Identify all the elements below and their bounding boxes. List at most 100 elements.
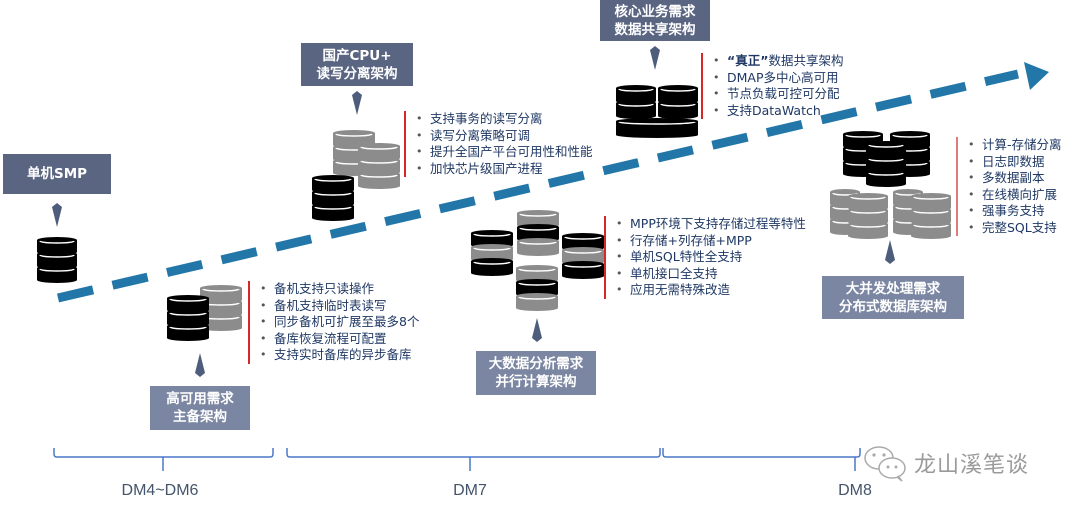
database-disk-rim [519, 241, 557, 245]
feature-item: 单机接口全支持 [616, 266, 806, 283]
stage-title-line: 数据共享架构 [614, 21, 696, 38]
pointer-icon-ha [195, 353, 205, 377]
database-icon-rw-read [358, 143, 400, 189]
version-label-dm4-dm6: DM4~DM6 [121, 482, 199, 499]
database-disk [358, 171, 400, 189]
database-disk-rim [564, 250, 602, 254]
database-disk [616, 118, 698, 138]
stage-label-mpp: 大数据分析需求 并行计算架构 [476, 351, 596, 395]
database-disk [848, 193, 888, 211]
database-icon-smp [37, 237, 77, 283]
stage-title-line: 高可用需求 [166, 391, 234, 407]
feature-item: 读写分离策略可调 [416, 128, 593, 145]
database-icon-dist-compute [866, 141, 906, 187]
database-disk [167, 323, 209, 341]
feature-list-dsc: “真正”数据共享架构 DMAP多中心高可用 节点负载可控可分配 支持DataWa… [701, 53, 843, 119]
feature-item: 备机支持只读操作 [260, 281, 419, 298]
pointer-icon-dsc [650, 46, 660, 70]
database-disk-rim [473, 261, 511, 265]
pointer-icon-smp [52, 203, 62, 227]
stage-label-dsc: 核心业务需求 数据共享架构 [600, 0, 710, 41]
database-disk-rim [850, 224, 886, 228]
database-disk [37, 265, 77, 283]
database-disk [167, 295, 209, 313]
database-disk-rim [660, 88, 696, 92]
database-icon-mpp-node [562, 233, 604, 279]
feature-item: DMAP多中心高可用 [713, 70, 843, 87]
version-label-dm8: DM8 [838, 482, 872, 499]
pointer-icon-dist [885, 240, 895, 264]
database-disk [517, 238, 559, 256]
database-disk [312, 203, 354, 221]
pointer-icon-rw [352, 91, 362, 115]
database-icon-dsc-storage [616, 118, 698, 138]
feature-item: 多数据副本 [968, 170, 1062, 187]
version-label-dm7: DM7 [453, 482, 487, 499]
stage-title-line: 单机SMP [26, 166, 88, 182]
database-disk-rim [564, 236, 602, 240]
stage-label-smp: 单机SMP [3, 154, 111, 194]
database-icon-dist-storage [911, 193, 951, 239]
database-icon-rw-write [312, 175, 354, 221]
stage-title-line: 分布式数据库架构 [839, 298, 947, 315]
database-disk-rim [39, 254, 75, 258]
database-disk-rim [913, 210, 949, 214]
feature-item: 应用无需特殊改造 [616, 282, 806, 299]
database-disk [658, 85, 698, 104]
database-icon-dsc-node [658, 85, 698, 119]
feature-list-ha: 备机支持只读操作 备机支持临时表读写 同步备机可扩展至最多8个 备库恢复流程可配… [248, 281, 419, 364]
database-disk [911, 221, 951, 239]
database-disk-rim [660, 103, 696, 107]
database-disk-rim [360, 160, 398, 164]
feature-list-rw: 支持事务的读写分离 读写分离策略可调 提升全国产平台可用性和性能 加快芯片级国产… [404, 111, 593, 177]
database-disk-rim [518, 296, 556, 300]
database-disk [200, 299, 242, 317]
database-disk [516, 293, 558, 311]
database-disk [562, 247, 604, 265]
database-disk-rim [868, 172, 904, 176]
database-disk-rim [314, 206, 352, 210]
database-disk [516, 265, 558, 283]
database-disk-rim [913, 224, 949, 228]
database-disk [616, 100, 656, 119]
database-disk-rim [314, 178, 352, 182]
database-disk [333, 130, 375, 148]
database-disk-rim [850, 210, 886, 214]
feature-item: 计算-存储分离 [968, 137, 1062, 154]
feature-item: “真正”数据共享架构 [713, 53, 843, 70]
database-disk [471, 230, 513, 248]
database-disk-rim [335, 133, 373, 137]
database-disk [167, 309, 209, 327]
feature-item: 强事务支持 [968, 203, 1062, 220]
stage-title-line: 并行计算架构 [495, 374, 577, 390]
database-disk [312, 175, 354, 193]
database-disk [517, 210, 559, 228]
database-disk-rim [618, 103, 654, 107]
database-disk [911, 207, 951, 225]
stage-label-ha: 高可用需求 主备架构 [150, 386, 250, 430]
feature-item: 支持实时备库的异步备库 [260, 347, 419, 364]
watermark-text: 龙山溪笔谈 [914, 453, 1030, 478]
database-disk [562, 261, 604, 279]
watermark: 龙山溪笔谈 [862, 443, 1029, 483]
feature-item: 日志即数据 [968, 154, 1062, 171]
database-disk-rim [518, 282, 556, 286]
feature-item: 完整SQL支持 [968, 220, 1062, 237]
database-disk-rim [169, 298, 207, 302]
feature-item: 行存储+列存储+MPP [616, 233, 806, 250]
stage-title-line: 大数据分析需求 [488, 356, 584, 372]
database-disk [471, 244, 513, 262]
database-disk-rim [618, 121, 696, 125]
database-icon-mpp-node [516, 265, 558, 311]
database-icon-ha-primary [167, 295, 209, 341]
database-disk [37, 251, 77, 269]
feature-item: 备库恢复流程可配置 [260, 331, 419, 348]
database-disk-rim [202, 288, 240, 292]
database-disk-rim [868, 158, 904, 162]
stage-title-line: 大并发处理需求 [845, 280, 941, 297]
database-disk [866, 155, 906, 173]
database-disk-rim [39, 240, 75, 244]
database-disk [562, 233, 604, 251]
database-disk-rim [618, 88, 654, 92]
